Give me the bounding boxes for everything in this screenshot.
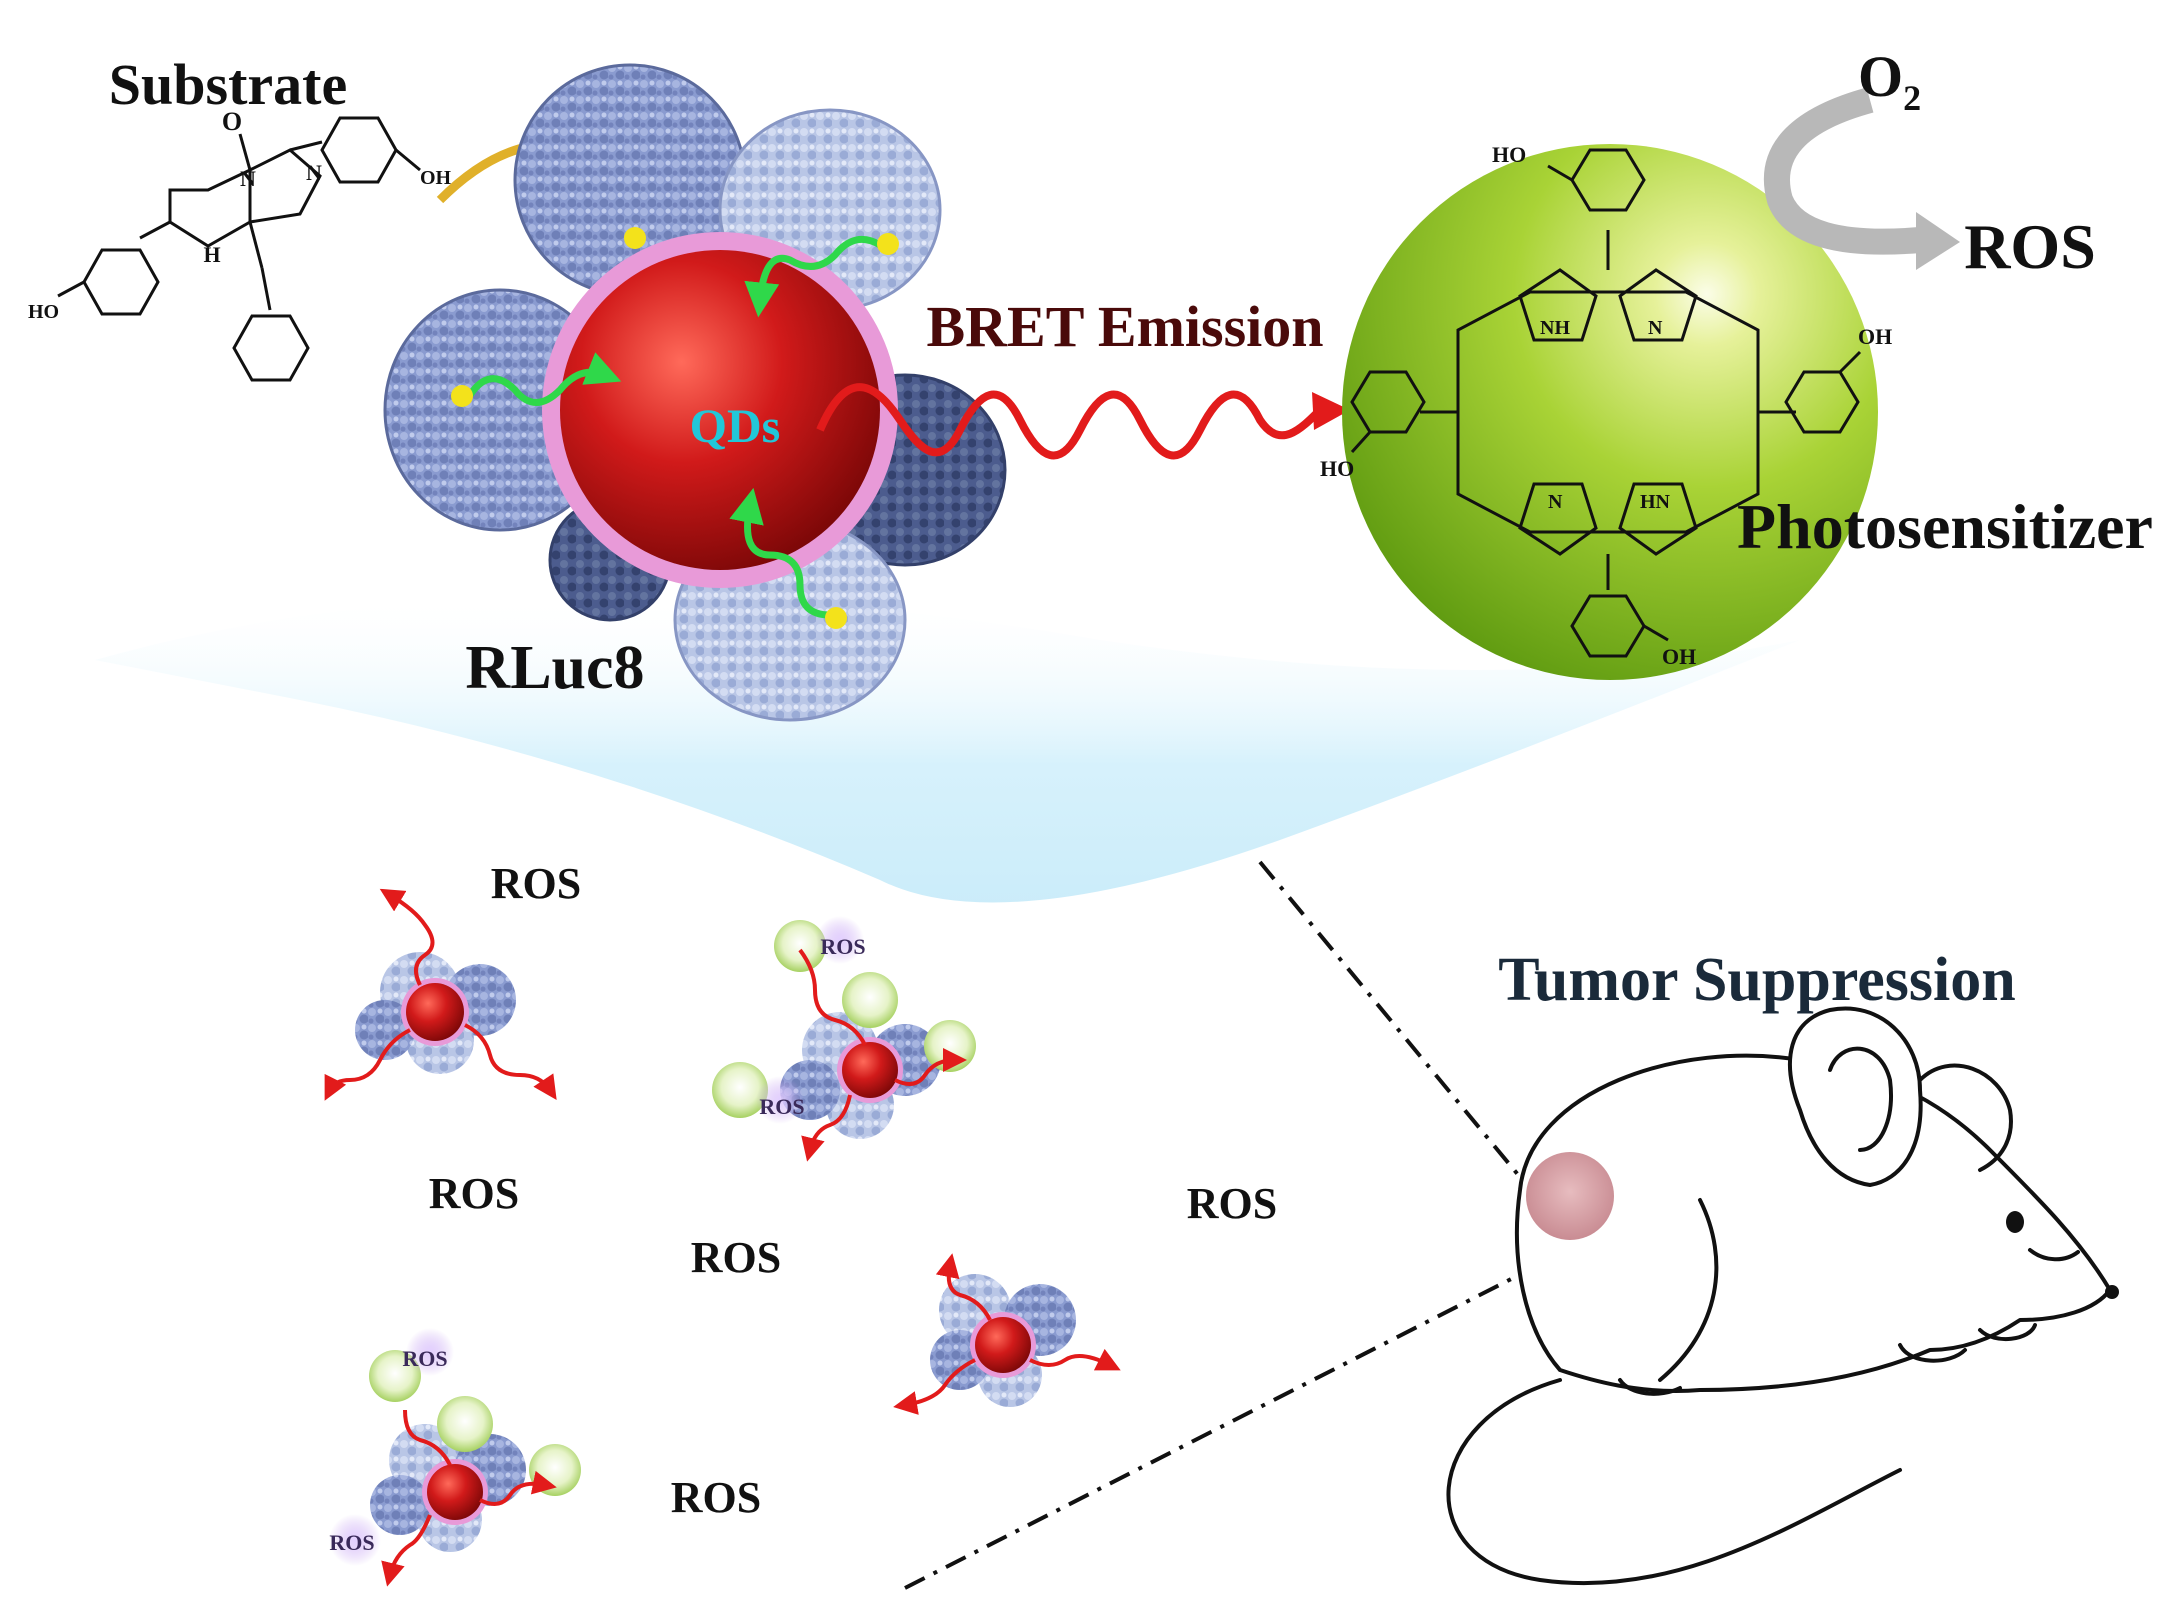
ros-small-label: ROS (402, 1346, 447, 1371)
ros-label: ROS (691, 1233, 781, 1282)
mouse-eye (2006, 1211, 2024, 1233)
free-nanoparticle (329, 1328, 581, 1587)
o2-ros-arrow-head (1916, 212, 1960, 270)
porphyrin-nh-1: NH (1540, 317, 1570, 339)
tumor (1526, 1152, 1614, 1240)
tumor-suppression-label: Tumor Suppression (1498, 946, 2016, 1014)
zoom-line-upper (1258, 860, 1564, 1230)
rluc8-label: RLuc8 (465, 634, 644, 702)
porphyrin-hn-4: HN (1640, 491, 1671, 513)
chem-hydroxyl-left: HO (28, 301, 59, 323)
zoom-line-lower (904, 1246, 1573, 1590)
mouse-outline-icon (1446, 1006, 2112, 1586)
free-nanoparticle (893, 1253, 1121, 1415)
qd-core (560, 250, 880, 570)
qds-label: QDs (690, 400, 781, 453)
rluc8-qd-conjugate (383, 63, 1007, 722)
projection-beam (95, 594, 1800, 903)
chem-hydroxyl-right: OH (420, 167, 452, 189)
porphyrin-n-2: N (1648, 317, 1663, 339)
photosensitizer-label: Photosensitizer (1737, 491, 2153, 562)
porphyrin-molecule-icon (1350, 148, 1862, 658)
ros-small-label: ROS (820, 934, 865, 959)
substrate-dot (624, 227, 646, 249)
porphyrin-n-3: N (1548, 491, 1563, 513)
porphyrin-oh-left: HO (1320, 456, 1354, 481)
substrate-molecule-icon (57, 116, 421, 382)
photosensitizer-sphere (1342, 144, 1878, 680)
energy-arrow-left (467, 352, 622, 406)
substrate-dot (877, 233, 899, 255)
bret-emission-wave (816, 383, 1323, 460)
ros-small-label: ROS (329, 1530, 374, 1555)
ros-small-label: ROS (759, 1094, 804, 1119)
substrate-dot (451, 385, 473, 407)
porphyrin-oh-right: OH (1858, 324, 1892, 349)
porphyrin-oh-bottom: OH (1662, 644, 1696, 669)
ros-label: ROS (429, 1169, 519, 1218)
porphyrin-oh-top: HO (1492, 142, 1526, 167)
ros-label: ROS (1187, 1179, 1277, 1228)
mouse-nose (2105, 1285, 2119, 1299)
chem-ring-nh: H (203, 242, 220, 267)
substrate-dot (825, 607, 847, 629)
ros-label: ROS (671, 1473, 761, 1522)
ros-product-label: ROS (1964, 211, 2096, 282)
chem-ring-n1: N (240, 166, 256, 191)
free-nanoparticle (712, 916, 976, 1162)
chem-ring-n2: N (306, 160, 322, 185)
energy-arrow-bottom (729, 487, 831, 619)
bret-arrow-head (1312, 392, 1350, 430)
chem-carbonyl-o: O (222, 107, 242, 136)
ros-label: ROS (491, 859, 581, 908)
o2-ros-arrow (1763, 87, 1922, 255)
substrate-label: Substrate (109, 52, 347, 117)
o2-label: O2 (1858, 44, 1921, 118)
bret-emission-label: BRET Emission (926, 294, 1323, 359)
energy-arrow-top (744, 235, 882, 318)
free-nanoparticle (324, 888, 557, 1101)
